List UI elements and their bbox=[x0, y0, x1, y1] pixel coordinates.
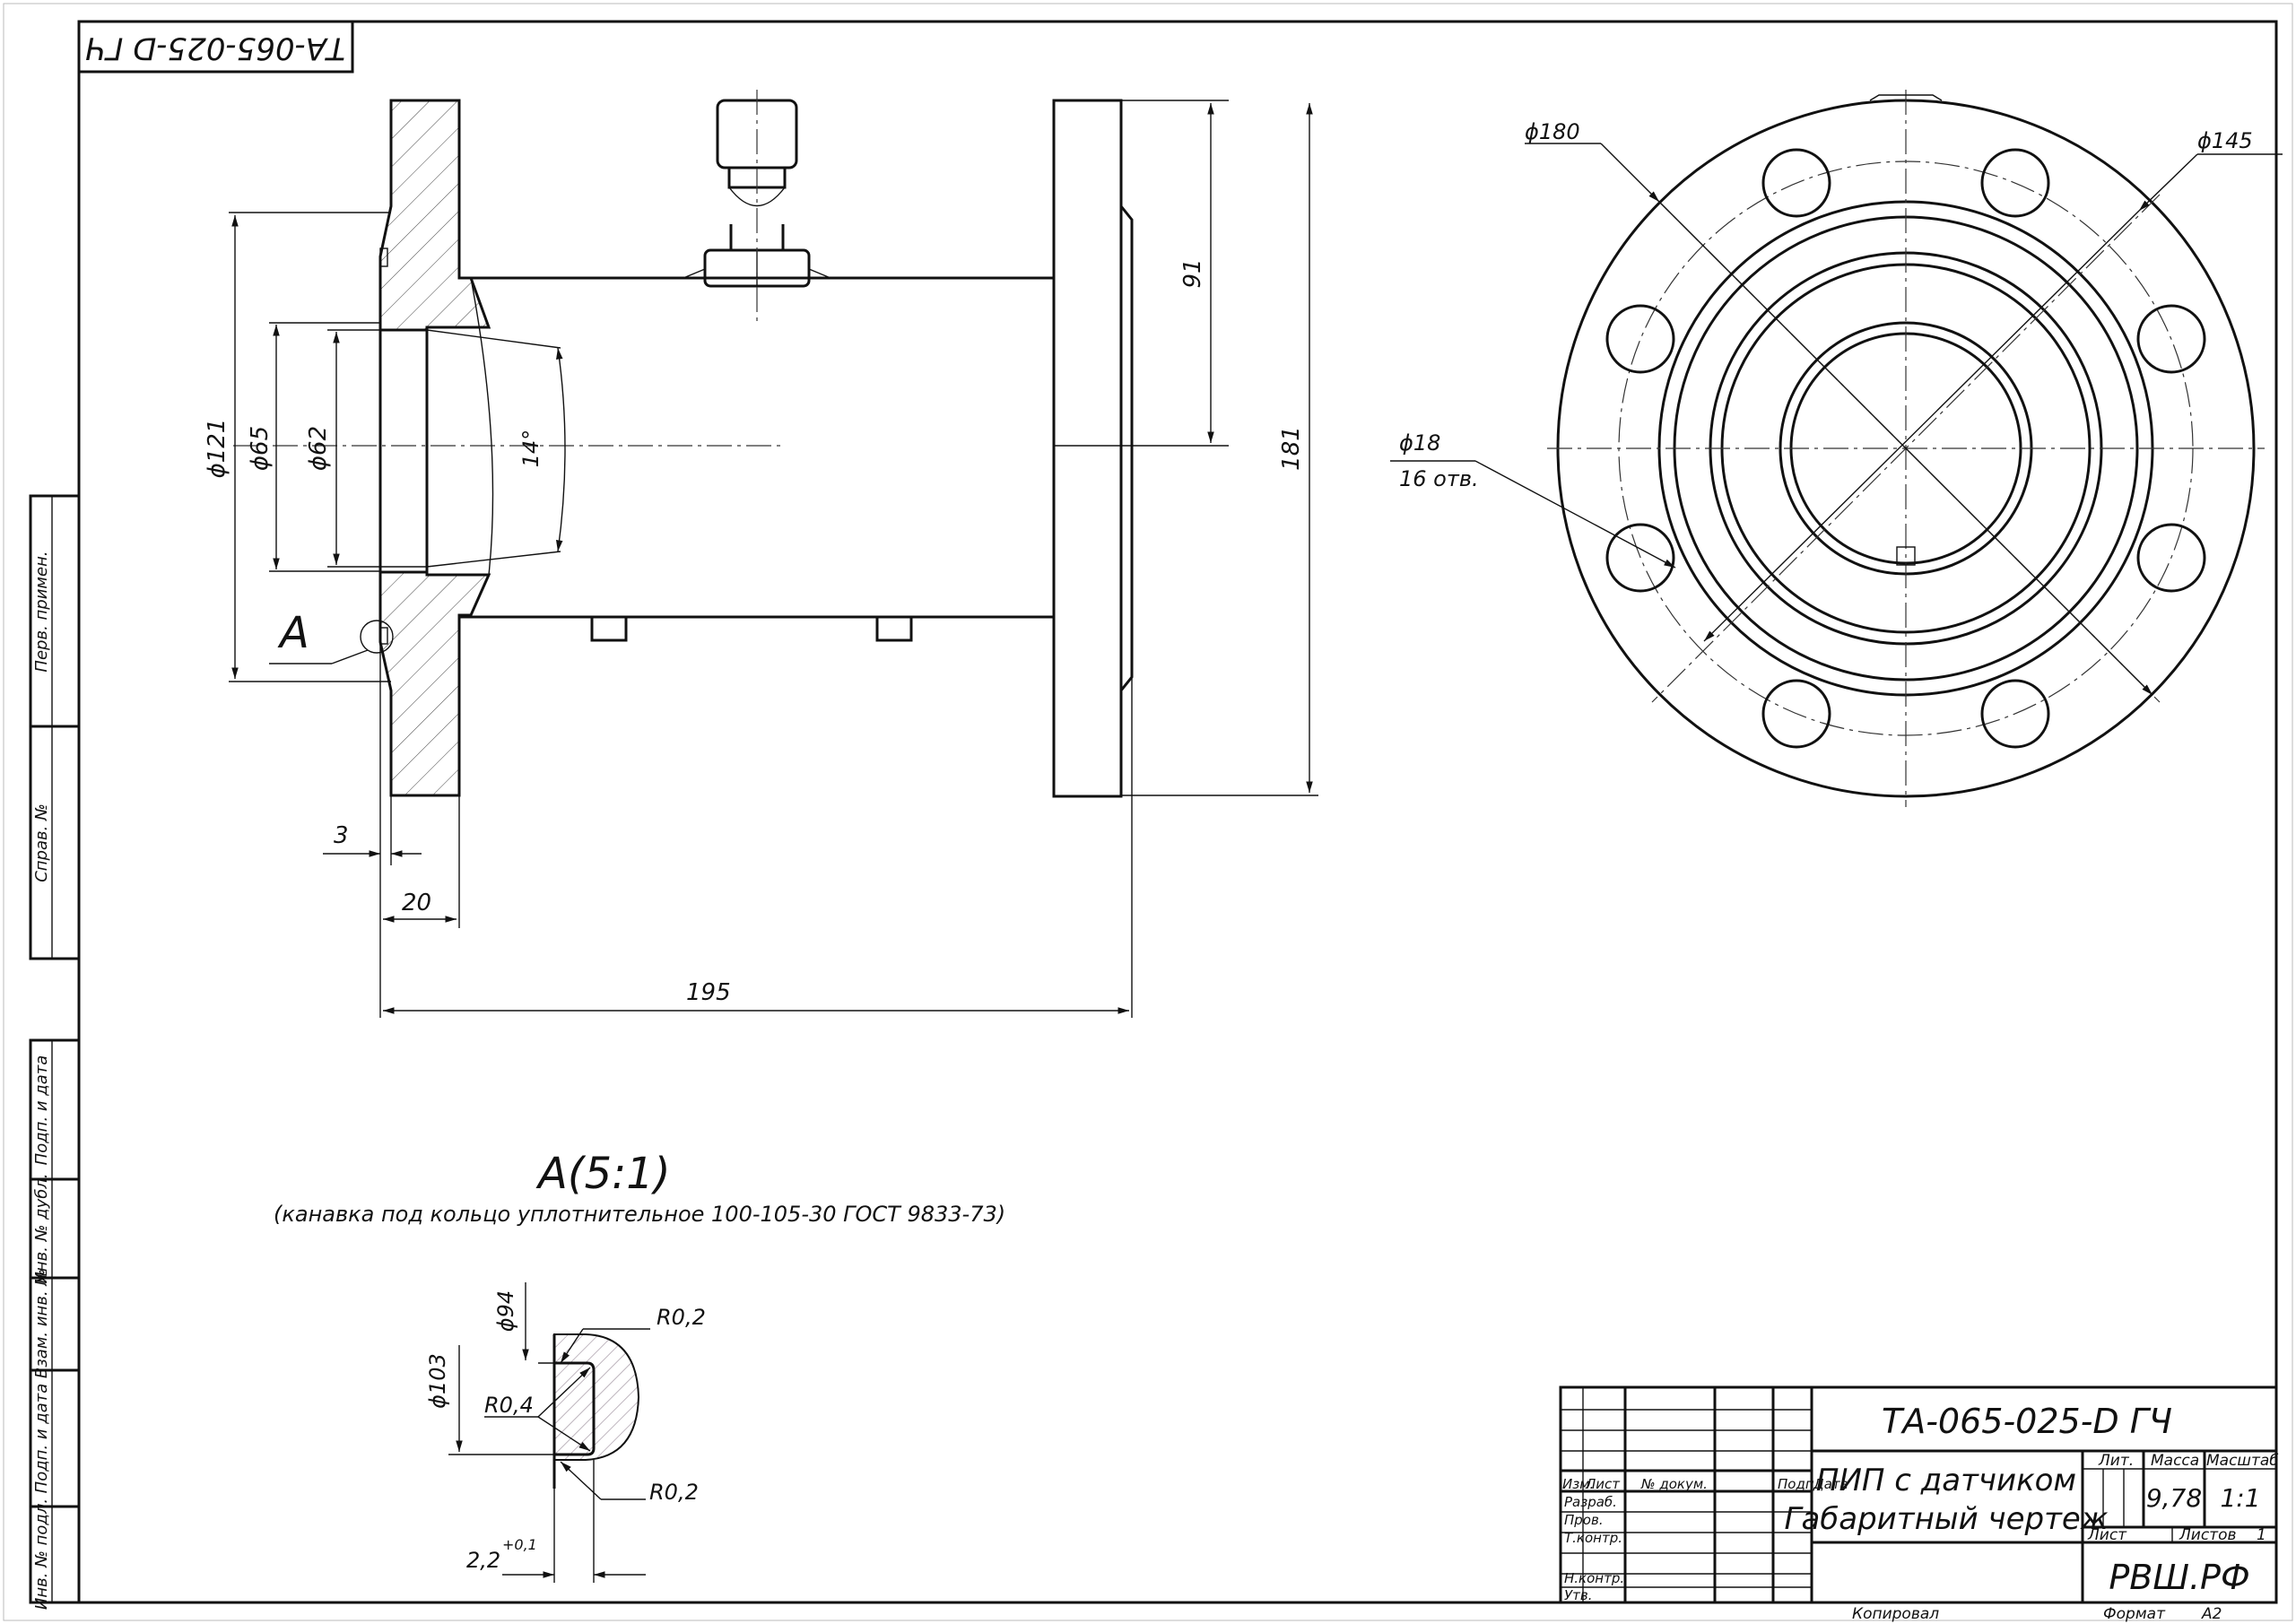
dim-r02-top: R0,2 bbox=[657, 1305, 706, 1330]
view-a-label: А bbox=[277, 608, 309, 658]
tb-col-date: Дата bbox=[1813, 1476, 1848, 1492]
tb-col-list: Лист bbox=[1585, 1476, 1621, 1492]
stamp-sprav-no: Справ. № bbox=[32, 803, 51, 882]
tb-sheet-label: Лист bbox=[2087, 1526, 2127, 1544]
dim-20: 20 bbox=[402, 890, 431, 916]
sheets-count: 1 bbox=[2257, 1526, 2266, 1544]
title-block: Изм. Лист № докум. Подп. Дата Разраб. Пр… bbox=[1559, 1385, 2279, 1623]
stamp-vzam-inv: Взам. инв. № bbox=[32, 1269, 51, 1378]
dim-tolerance: +0,1 bbox=[502, 1536, 537, 1553]
dim-d18: ϕ18 bbox=[1399, 430, 1440, 456]
format-value: A2 bbox=[2201, 1605, 2222, 1623]
tb-row-tkontr: Т.контр. bbox=[1564, 1530, 1622, 1546]
company: РВШ.РФ bbox=[2109, 1558, 2249, 1597]
stamp-podp-data-1: Подп. и дата bbox=[32, 1055, 51, 1166]
tb-row-prov: Пров. bbox=[1564, 1512, 1604, 1528]
dim-d94: ϕ94 bbox=[493, 1290, 518, 1332]
rotated-designation-text: ТА-065-025-D ГЧ bbox=[85, 30, 345, 66]
side-view: А ϕ121 ϕ65 ϕ62 14° 91 181 3 bbox=[204, 90, 1318, 1018]
tb-col-sign: Подп. bbox=[1778, 1476, 1818, 1492]
dim-d62: ϕ62 bbox=[305, 426, 332, 471]
detail-title: А(5:1) bbox=[535, 1149, 671, 1199]
stamp-podp-data-2: Подп. и дата bbox=[32, 1384, 51, 1494]
tb-scale-label: Масштаб bbox=[2206, 1452, 2279, 1470]
dim-d121: ϕ121 bbox=[204, 419, 230, 479]
dim-r04: R0,4 bbox=[484, 1393, 534, 1418]
dim-r02-bottom: R0,2 bbox=[649, 1480, 699, 1505]
designation: ТА-065-025-D ГЧ bbox=[1882, 1402, 2172, 1441]
dim-d145: ϕ145 bbox=[2197, 128, 2253, 153]
tb-row-razrab: Разраб. bbox=[1564, 1494, 1617, 1510]
detail-note: (канавка под кольцо уплотнительное 100-1… bbox=[274, 1202, 1005, 1227]
dim-3: 3 bbox=[334, 822, 349, 849]
copied-label: Копировал bbox=[1852, 1605, 1939, 1623]
dim-holes: 16 отв. bbox=[1399, 466, 1479, 491]
dim-181: 181 bbox=[1278, 426, 1305, 471]
stamp-inv-dubl: Инв. № дубл. bbox=[32, 1173, 51, 1283]
tb-col-izm: Изм. bbox=[1562, 1476, 1594, 1492]
dim-angle14: 14° bbox=[518, 430, 544, 468]
dim-d103: ϕ103 bbox=[425, 1353, 450, 1409]
title-line2: Габаритный чертеж bbox=[1785, 1501, 2109, 1537]
tb-row-nkontr: Н.контр. bbox=[1564, 1570, 1624, 1586]
outer-border bbox=[3, 3, 2293, 1621]
dim-d65: ϕ65 bbox=[247, 426, 274, 471]
side-stamp-columns: Перв. примен. Справ. № Подп. и дата Инв.… bbox=[29, 494, 81, 1610]
dim-195: 195 bbox=[686, 979, 731, 1006]
title-line1: ПИП с датчиком bbox=[1816, 1463, 2076, 1498]
dim-91: 91 bbox=[1179, 258, 1206, 288]
stamp-perv-primen: Перв. примен. bbox=[32, 551, 51, 672]
tb-sheets-label: Листов bbox=[2179, 1526, 2237, 1544]
mass-value: 9,78 bbox=[2146, 1483, 2202, 1513]
stamp-inv-podl: Инв. № подл. bbox=[32, 1498, 51, 1610]
dim-width: 2,2 bbox=[466, 1548, 500, 1573]
front-view-dims: ϕ180 ϕ145 ϕ18 16 отв. bbox=[1390, 119, 2283, 696]
scale-value: 1:1 bbox=[2220, 1483, 2260, 1513]
tb-mass-label: Масса bbox=[2151, 1452, 2199, 1470]
detail-a: А(5:1) (канавка под кольцо уплотнительно… bbox=[274, 1149, 1005, 1583]
tb-col-doc: № докум. bbox=[1640, 1476, 1708, 1492]
format-label: Формат bbox=[2103, 1605, 2166, 1623]
tb-lit-label: Лит. bbox=[2098, 1452, 2134, 1470]
dim-d180: ϕ180 bbox=[1525, 119, 1580, 144]
tb-row-utv: Утв. bbox=[1564, 1587, 1593, 1603]
rotated-designation-stamp: ТА-065-025-D ГЧ bbox=[77, 20, 354, 74]
